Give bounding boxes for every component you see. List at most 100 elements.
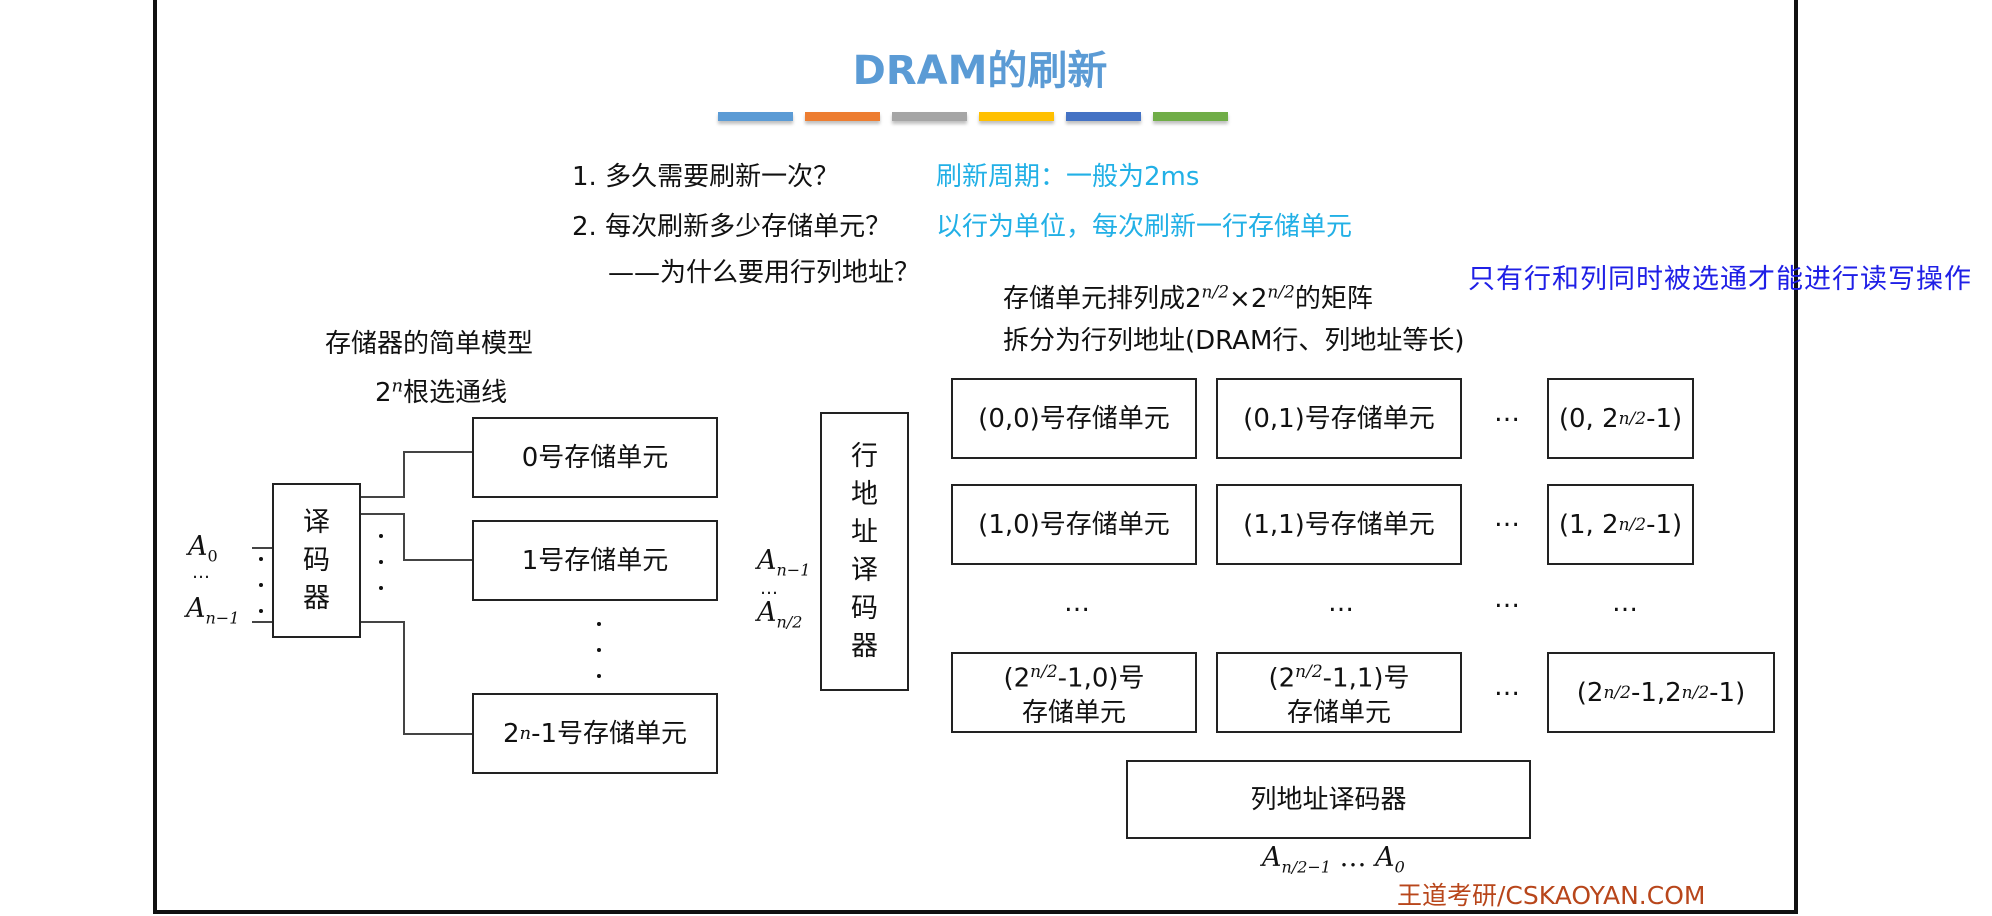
col-input-a-sub: n/2−1 <box>1281 857 1331 877</box>
decoder-char: 器 <box>303 582 330 614</box>
matrix-note-suffix: 的矩阵 <box>1294 284 1373 314</box>
cell-last-0-line2: 存储单元 <box>1021 697 1126 728</box>
divider-bar-4 <box>979 112 1054 121</box>
matrix-cell-0-0: (0,0)号存储单元 <box>951 378 1197 459</box>
matrix-note-line2: 拆分为行列地址(DRAM行、列地址等长) <box>1003 326 1465 356</box>
answer-1: 刷新周期：一般为2ms <box>936 162 1200 192</box>
cell-last-1-post: -1,1)号 <box>1322 663 1410 694</box>
cell-1-last-post: -1) <box>1646 509 1683 540</box>
row-input-bottom-sub: n/2 <box>776 612 803 632</box>
select-lines-base: 2 <box>375 378 392 408</box>
cell-last-suffix: -1号存储单元 <box>531 718 688 749</box>
row-input-ellipsis: … <box>760 578 778 599</box>
matrix-cell-0-1: (0,1)号存储单元 <box>1216 378 1462 459</box>
title-divider <box>718 112 1228 121</box>
divider-bar-5 <box>1066 112 1141 121</box>
input-line-bottom <box>252 621 272 623</box>
watermark: 王道考研/CSKAOYAN.COM <box>1397 881 1706 910</box>
cell-0-last-post: -1) <box>1646 403 1683 434</box>
select-lines-suffix: 根选通线 <box>403 378 508 408</box>
col-input-a: A <box>1262 842 1282 873</box>
col-input-b: A <box>1375 842 1395 873</box>
question-3: ——为什么要用行列地址？ <box>608 258 921 288</box>
memory-cell-1: 1号存储单元 <box>472 520 718 601</box>
input-an-1-sub: n−1 <box>205 608 240 628</box>
row-decoder-char: 译 <box>851 554 878 586</box>
wire-n-h1 <box>361 621 404 623</box>
decoder-char: 码 <box>303 544 330 576</box>
matrix-cell-last-1: (2n/2-1,1)号 存储单元 <box>1216 652 1462 733</box>
row-input-bottom-letter: A <box>757 597 777 628</box>
cell-lastlast-c: -1) <box>1709 677 1746 708</box>
wire-n-v <box>403 621 405 734</box>
matrix-ellipsis-col3: … <box>1612 588 1639 618</box>
cell-last-1-exp: n/2 <box>1295 662 1323 683</box>
matrix-ellipsis-last: … <box>1494 672 1521 702</box>
slide-border-left <box>153 0 157 914</box>
cell-0-last-exp: n/2 <box>1618 408 1647 429</box>
matrix-cell-1-0: (1,0)号存储单元 <box>951 484 1197 565</box>
cell-last-base: 2 <box>502 718 520 749</box>
matrix-note-prefix: 存储单元排列成2 <box>1003 284 1202 314</box>
divider-bar-3 <box>892 112 967 121</box>
row-input-top-sub: n−1 <box>776 560 811 580</box>
input-an-1-letter: A <box>186 593 206 624</box>
slide-title: DRAM的刷新 <box>852 48 1108 94</box>
decoder-char: 译 <box>303 506 330 538</box>
row-decoder-char: 址 <box>851 516 878 548</box>
cell-1-last-exp: n/2 <box>1618 514 1647 535</box>
wire-n-h2 <box>403 733 472 735</box>
column-decoder-inputs: An/2−1 … A0 <box>1262 842 1405 876</box>
output-vertical-dots <box>379 534 385 612</box>
cell-lastlast-exp1: n/2 <box>1603 682 1631 703</box>
input-vertical-dots <box>259 557 265 635</box>
wire-1-h2 <box>403 559 472 561</box>
col-input-ellipsis: … <box>1330 842 1376 873</box>
wire-0-h1 <box>361 496 404 498</box>
cell-last-0-line1: (2n/2-1,0)号 <box>1003 655 1144 696</box>
wire-1-h1 <box>361 513 404 515</box>
cell-last-exp: n <box>519 722 532 744</box>
row-input-top: An−1 <box>757 545 810 579</box>
input-line-top <box>252 547 272 549</box>
row-decoder-char: 地 <box>851 478 878 510</box>
cell-last-1-line2: 存储单元 <box>1286 697 1391 728</box>
input-a0-letter: A <box>188 531 208 562</box>
wire-1-v <box>403 513 405 560</box>
matrix-note-exp2: n/2 <box>1267 282 1295 303</box>
question-2: 2. 每次刷新多少存储单元？ <box>572 212 892 242</box>
row-address-decoder: 行 地 址 译 码 器 <box>820 412 909 691</box>
cell-last-1-pre: (2 <box>1268 663 1296 694</box>
cell-0-last-pre: (0, 2 <box>1558 403 1619 434</box>
matrix-ellipsis-col2: … <box>1494 584 1521 614</box>
cell-last-0-post: -1,0)号 <box>1057 663 1145 694</box>
decoder-box: 译 码 器 <box>272 483 361 638</box>
memory-cell-0: 0号存储单元 <box>472 417 718 498</box>
row-decoder-char: 码 <box>851 592 878 624</box>
col-input-b-sub: 0 <box>1394 857 1405 877</box>
cell-lastlast-exp2: n/2 <box>1681 682 1710 703</box>
column-address-decoder: 列地址译码器 <box>1126 760 1531 839</box>
input-a0-sub: 0 <box>207 546 218 566</box>
matrix-cell-last-0: (2n/2-1,0)号 存储单元 <box>951 652 1197 733</box>
matrix-cell-1-1: (1,1)号存储单元 <box>1216 484 1462 565</box>
divider-bar-1 <box>718 112 793 121</box>
divider-bar-6 <box>1153 112 1228 121</box>
row-input-bottom: An/2 <box>757 597 802 631</box>
input-a0: A0 <box>188 531 218 565</box>
matrix-note-mid: ×2 <box>1229 284 1268 314</box>
input-an-1: An−1 <box>186 593 239 627</box>
cell-vertical-dots <box>597 622 603 700</box>
matrix-note-line1: 存储单元排列成2n/2×2n/2的矩阵 <box>1003 278 1373 315</box>
blue-annotation: 只有行和列同时被选通才能进行读写操作 <box>1468 264 1972 295</box>
row-input-top-letter: A <box>757 545 777 576</box>
matrix-ellipsis-1: … <box>1494 503 1521 533</box>
cell-last-1-line1: (2n/2-1,1)号 <box>1268 655 1409 696</box>
select-lines-label: 2n根选通线 <box>375 372 507 409</box>
row-decoder-char: 行 <box>851 440 878 472</box>
question-1: 1. 多久需要刷新一次？ <box>572 162 840 192</box>
matrix-ellipsis-0: … <box>1494 398 1521 428</box>
